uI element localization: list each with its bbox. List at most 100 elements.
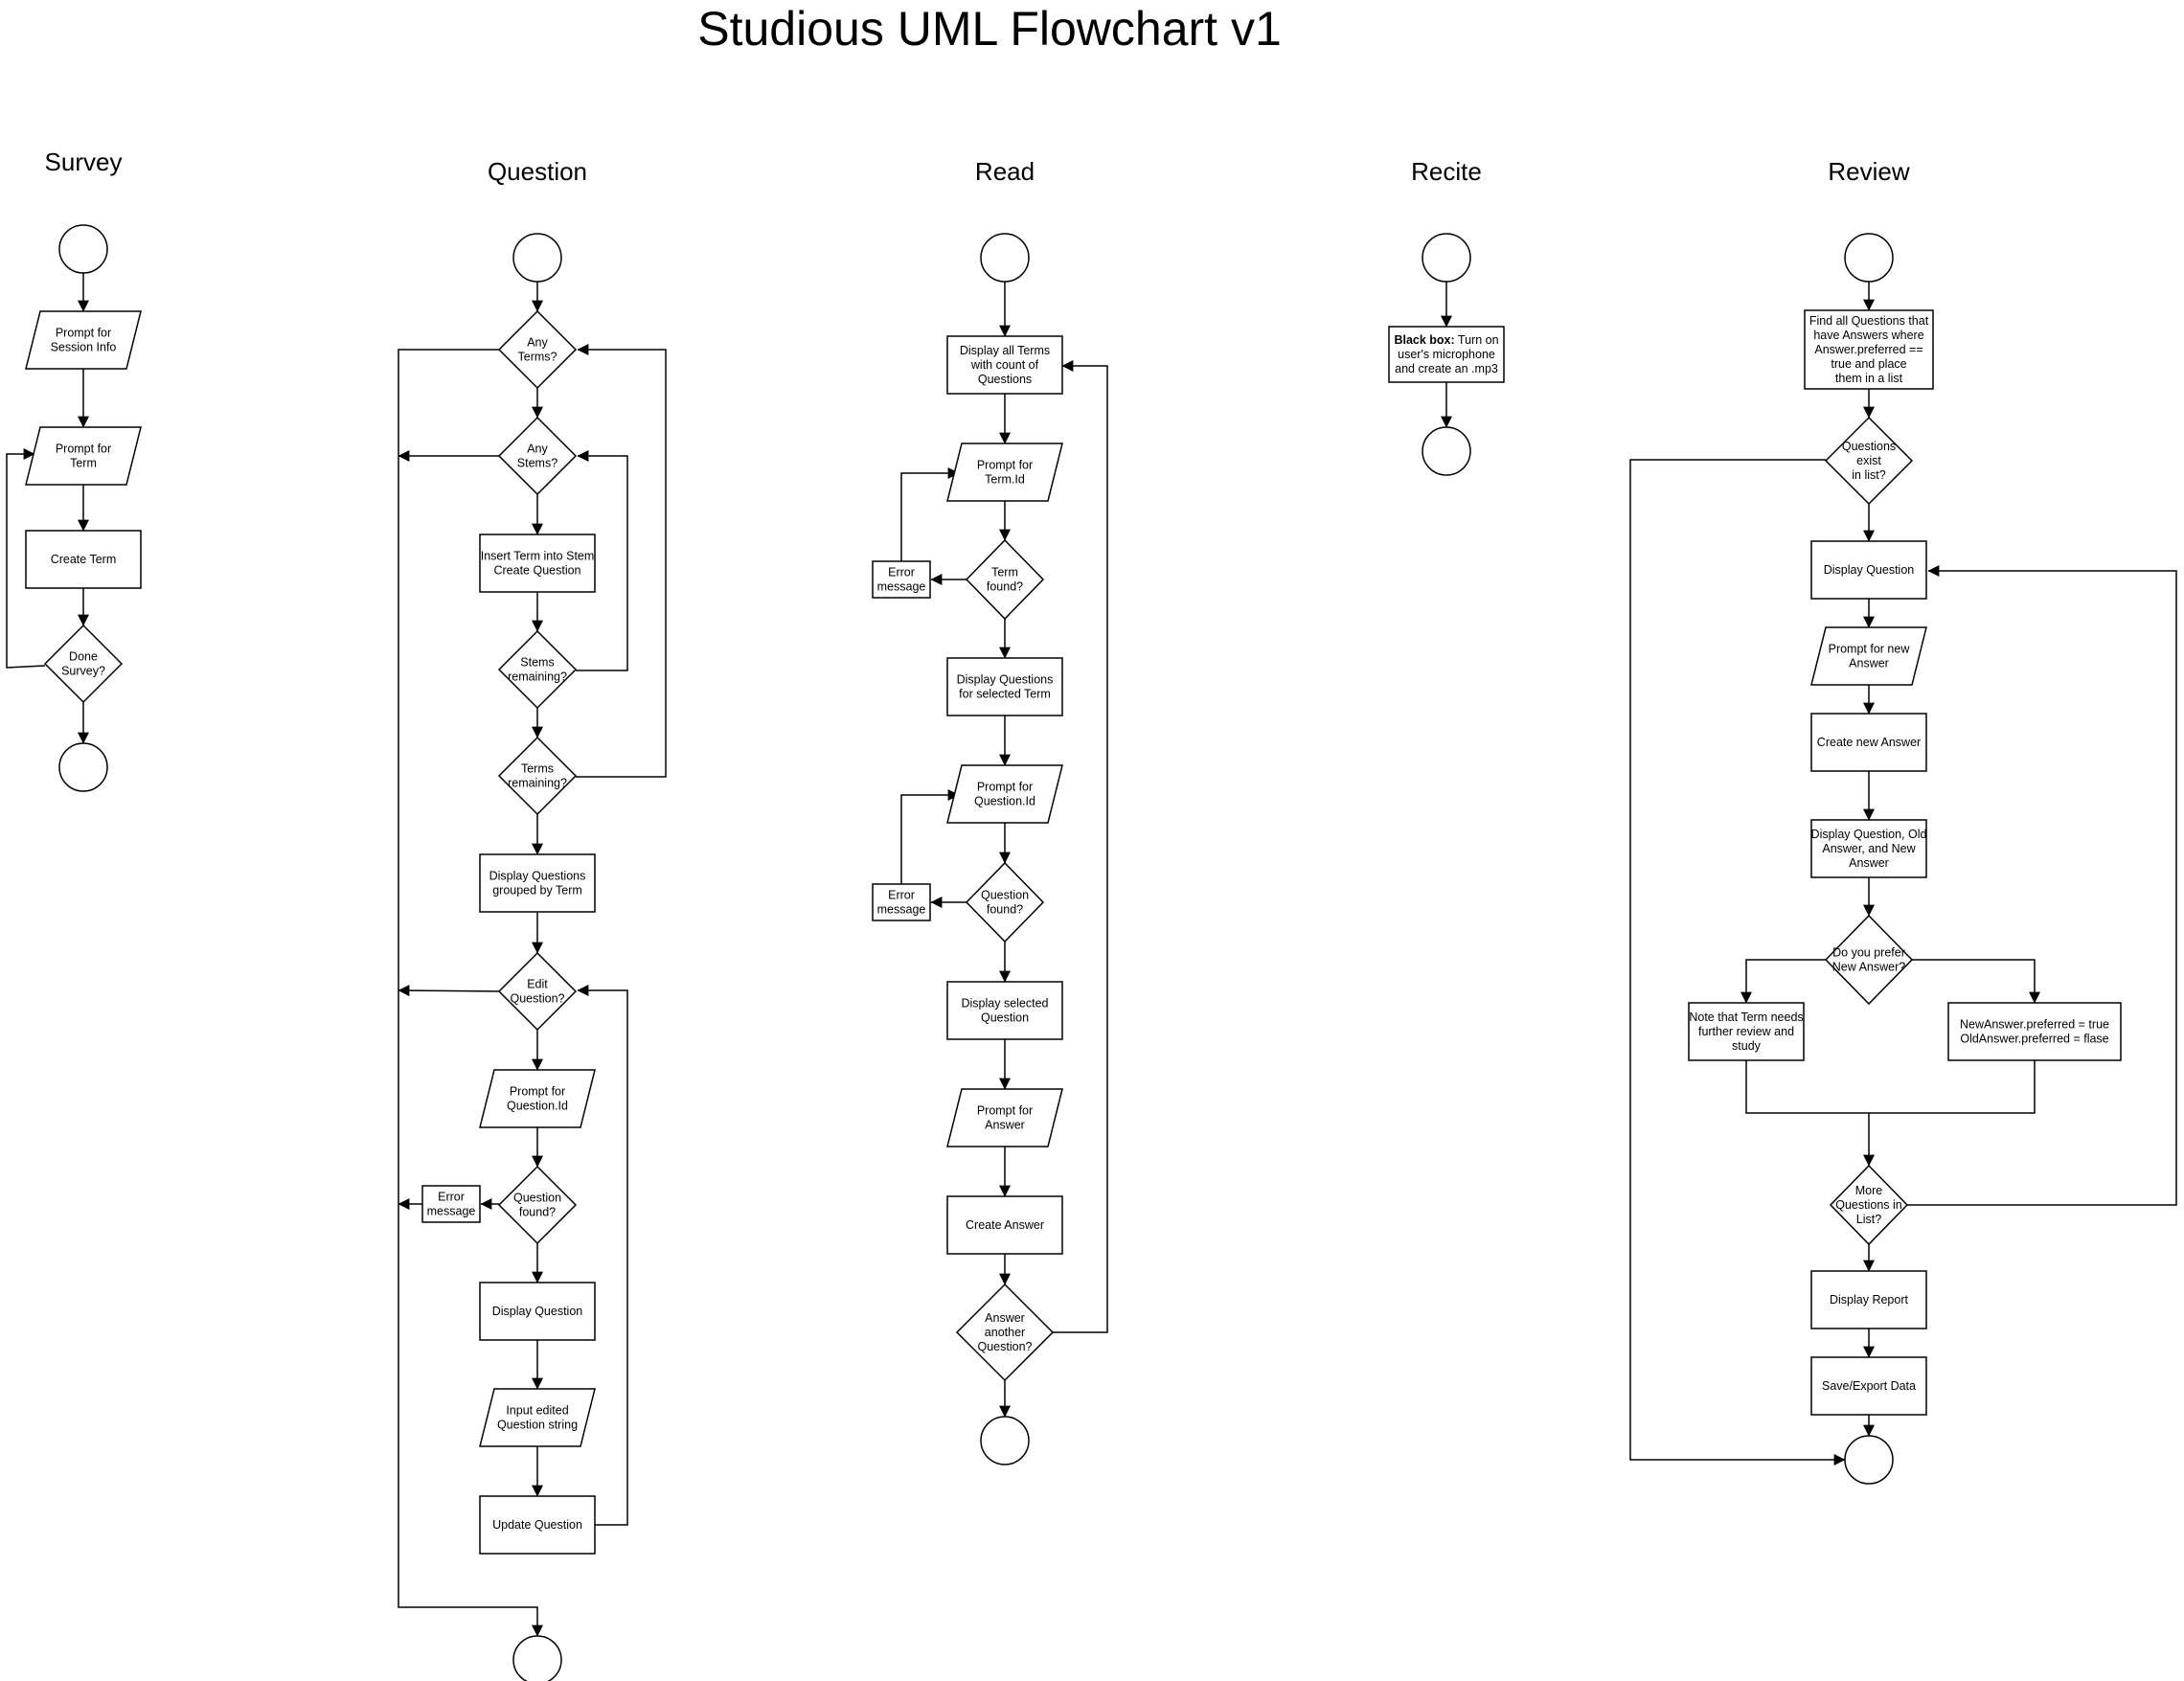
label-line: remaining? — [508, 777, 567, 790]
column-title-question: Question — [488, 157, 587, 186]
label-line: grouped by Term — [492, 884, 582, 897]
label-line: Question.Id — [974, 795, 1035, 808]
label-line: with count of — [970, 358, 1039, 372]
decision-node — [1824, 416, 1914, 506]
label-line: Prompt for — [56, 443, 111, 456]
label-line: Display all Terms — [960, 344, 1050, 357]
label-line: Display Report — [1830, 1293, 1909, 1306]
process-node — [25, 530, 142, 589]
process-node — [946, 1195, 1063, 1255]
label-line: List? — [1856, 1213, 1881, 1226]
io-node — [946, 1088, 1063, 1147]
decision-node — [497, 951, 578, 1032]
label-line: Any — [527, 443, 548, 456]
node-label: Create Answer — [966, 1218, 1044, 1232]
label-line: Answer — [985, 1311, 1025, 1325]
end-node — [1844, 1435, 1894, 1485]
process-node — [946, 335, 1063, 395]
process-node — [1388, 326, 1505, 383]
process-node — [479, 1282, 596, 1341]
edge — [900, 789, 960, 884]
label-line: Answer — [1849, 856, 1889, 870]
label-line: in list? — [1852, 468, 1885, 482]
label-line: Term.Id — [985, 473, 1025, 487]
process-node — [872, 883, 931, 921]
column-title-review: Review — [1828, 157, 1909, 186]
node-label: Create new Answer — [1817, 736, 1921, 749]
label-line: Error — [438, 1191, 465, 1204]
label-line: found? — [519, 1206, 556, 1219]
label-line: message — [877, 903, 926, 917]
decision-node — [1829, 1164, 1909, 1246]
decision-node — [497, 629, 578, 710]
edge — [576, 344, 667, 778]
start-node — [1422, 233, 1471, 283]
decision-node — [1824, 914, 1914, 1006]
start-node — [58, 224, 108, 274]
edge — [1745, 1060, 2036, 1114]
label-line: Create Answer — [966, 1218, 1044, 1232]
label-line: Display Question, Old — [1811, 828, 1927, 841]
diagram-title: Studious UML Flowchart v1 — [697, 2, 1282, 56]
decision-node — [497, 736, 578, 816]
end-node — [980, 1416, 1030, 1465]
label-line: More — [1855, 1184, 1883, 1197]
label-line: Questions — [978, 373, 1032, 386]
process-node — [1810, 1356, 1927, 1416]
label-line: Question? — [978, 1340, 1033, 1353]
process-node — [1688, 1002, 1805, 1061]
label-line: them in a list — [1835, 372, 1903, 385]
edge — [1740, 959, 1826, 1004]
label-line: further review and — [1698, 1025, 1794, 1038]
label-line: Questions in — [1835, 1198, 1902, 1212]
label-line: Terms? — [518, 351, 557, 364]
edge — [398, 349, 543, 1637]
label-line: Do you prefer — [1832, 946, 1905, 960]
label-line: Prompt for — [977, 1104, 1033, 1118]
label-line: Prompt for — [56, 327, 111, 340]
label-line: found? — [987, 903, 1023, 917]
node-label: Create Term — [51, 553, 117, 566]
start-node — [1844, 233, 1894, 283]
label-line: Prompt for — [977, 781, 1033, 794]
label-line: Display Questions — [957, 673, 1054, 687]
label-line: Answer — [1849, 657, 1889, 670]
label-line: Survey? — [61, 665, 105, 678]
label-line: Question — [513, 1192, 561, 1205]
label-line: another — [985, 1326, 1025, 1339]
label-line: Save/Export Data — [1822, 1379, 1916, 1393]
label-line: Prompt for new — [1829, 643, 1911, 656]
end-node — [512, 1635, 562, 1681]
edge — [6, 448, 46, 669]
label-line: message — [427, 1205, 476, 1218]
label-line: Create Term — [51, 553, 117, 566]
io-node — [25, 426, 142, 486]
io-node — [479, 1388, 596, 1447]
process-node — [1810, 713, 1927, 772]
label-line: Error — [888, 566, 915, 579]
process-node — [1947, 1002, 2122, 1061]
decision-node — [955, 1283, 1055, 1382]
label-line: Insert Term into Stem — [481, 550, 595, 563]
process-node — [1810, 819, 1927, 878]
end-node — [1422, 426, 1471, 476]
label-line: found? — [987, 580, 1023, 594]
decision-node — [43, 624, 124, 704]
label-line: Term — [70, 457, 97, 470]
decision-node — [497, 416, 578, 496]
end-node — [58, 742, 108, 792]
column-title-read: Read — [975, 157, 1035, 186]
